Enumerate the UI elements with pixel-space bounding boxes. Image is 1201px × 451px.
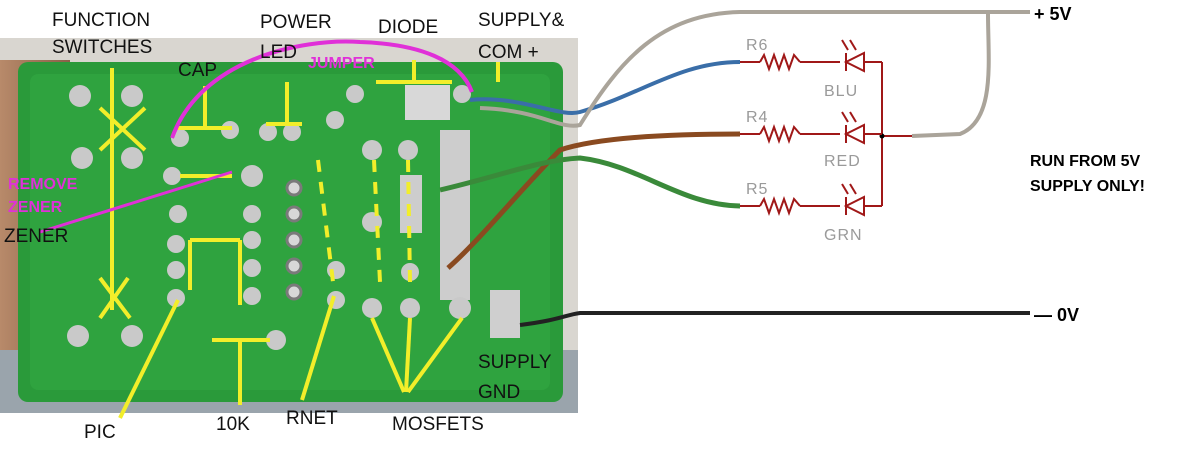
rnet-holes: [285, 179, 303, 301]
r5-label: R5: [746, 181, 768, 198]
schematic: + 5V — 0V RUN FROM 5V SUPPLY ONLY! R6 BL…: [740, 4, 1145, 325]
label-gnd: GND: [478, 382, 520, 403]
label-supply: SUPPLY&: [478, 10, 565, 31]
yellow-annotations: [98, 60, 500, 419]
mosfet-tab-2: [400, 175, 422, 233]
gnd-pad: [490, 290, 520, 338]
supply-to-common: [911, 12, 991, 138]
zero-v-label: — 0V: [1034, 305, 1079, 325]
r6-label: R6: [746, 37, 768, 54]
resistor-r6: [759, 52, 801, 72]
label-10k: 10K: [216, 414, 250, 435]
label-switches: SWITCHES: [52, 37, 152, 58]
supply-wire: [479, 10, 1030, 128]
label-function: FUNCTION: [52, 10, 150, 31]
red-label: RED: [824, 153, 861, 170]
label-mosfets: MOSFETS: [392, 414, 484, 435]
label-remove: REMOVE: [8, 176, 78, 193]
label-diode: DIODE: [378, 17, 438, 38]
led-grn: [843, 195, 865, 217]
led-red: [843, 123, 865, 145]
resistor-r5: [759, 196, 801, 216]
channel-red: R4 RED: [740, 109, 882, 170]
green-wire: [439, 155, 741, 209]
label-power: POWER: [260, 12, 332, 33]
r4-label: R4: [746, 109, 768, 126]
label-supply-gnd: SUPPLY: [478, 352, 552, 373]
grn-label: GRN: [824, 227, 863, 244]
zener-pointer: [39, 170, 233, 234]
label-zener: ZENER: [4, 226, 68, 247]
label-cap: CAP: [178, 60, 217, 81]
label-remove-zener: ZENER: [8, 199, 63, 216]
solder-joints: [67, 85, 471, 350]
pcb-inner: [30, 74, 550, 390]
brown-wire: [446, 131, 741, 270]
blue-wire: [469, 60, 741, 115]
blu-label: BLU: [824, 83, 858, 100]
channel-green: R5 GRN: [740, 181, 882, 244]
note-line-2: SUPPLY ONLY!: [1030, 178, 1145, 195]
jumper-arc: [170, 39, 474, 139]
note-line-1: RUN FROM 5V: [1030, 153, 1141, 170]
resistor-r4: [759, 124, 801, 144]
plus-5v-label: + 5V: [1034, 4, 1072, 24]
label-jumper: JUMPER: [308, 55, 375, 72]
channel-blue: R6 BLU: [740, 37, 882, 100]
ground-wire: [519, 311, 1030, 327]
mosfet-tab: [440, 130, 470, 300]
label-com: COM +: [478, 42, 539, 63]
led-blu: [843, 51, 865, 73]
label-led: LED: [260, 42, 297, 63]
label-pic: PIC: [84, 422, 116, 443]
label-rnet: RNET: [286, 408, 338, 429]
com-pad: [405, 85, 450, 120]
